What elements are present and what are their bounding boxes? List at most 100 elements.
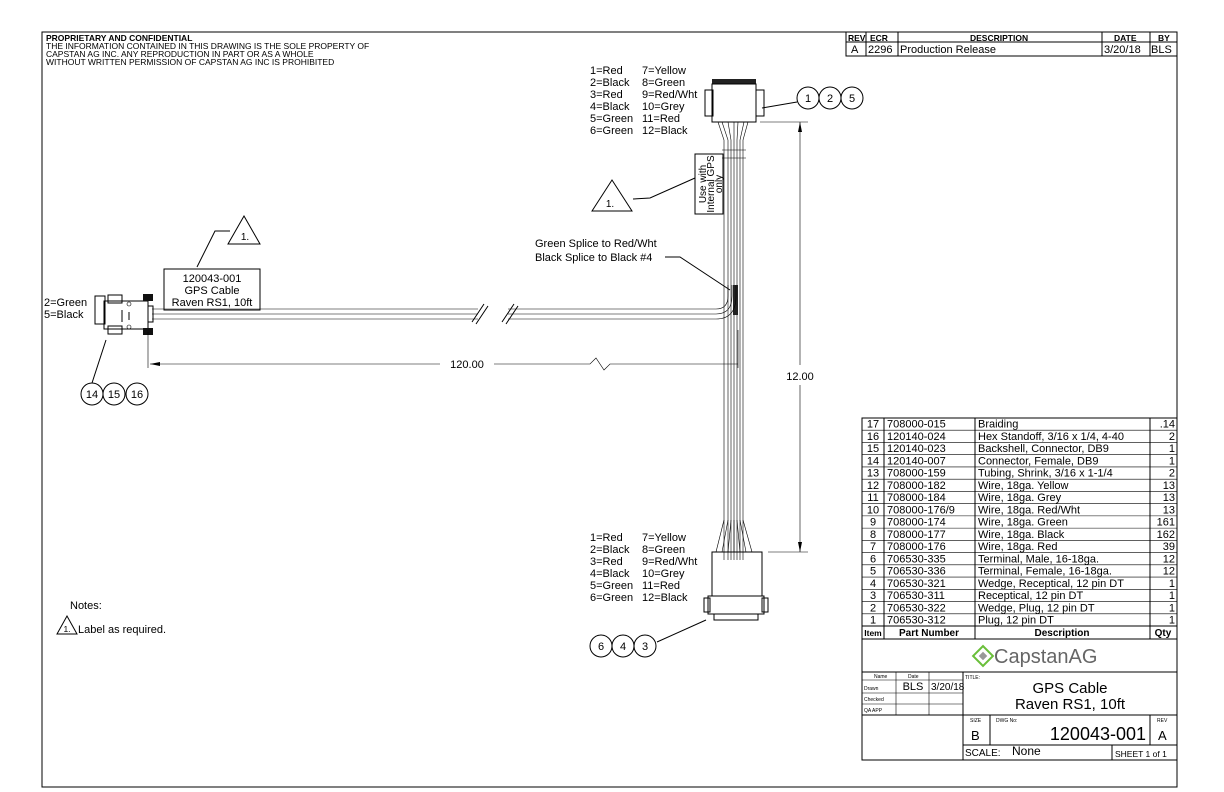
bom-description: Wire, 18ga. Red bbox=[978, 541, 1057, 553]
bom-description: Wire, 18ga. Grey bbox=[978, 492, 1062, 504]
bom-description: Wire, 18ga. Black bbox=[978, 529, 1065, 541]
svg-text:Raven RS1, 10ft: Raven RS1, 10ft bbox=[172, 297, 253, 309]
svg-text:TITLE:: TITLE: bbox=[965, 675, 980, 681]
svg-text:3=Red: 3=Red bbox=[590, 89, 623, 101]
svg-text:3=Red: 3=Red bbox=[590, 556, 623, 568]
svg-text:9=Red/Wht: 9=Red/Wht bbox=[642, 556, 697, 568]
bom-qty: 1 bbox=[1169, 615, 1175, 627]
by-header: BY bbox=[1158, 33, 1170, 43]
ecr-value: 2296 bbox=[868, 44, 892, 56]
svg-text:Black Splice to Black #4: Black Splice to Black #4 bbox=[535, 252, 652, 264]
bom-qty: 1 bbox=[1169, 455, 1175, 467]
svg-text:REV: REV bbox=[1157, 718, 1168, 724]
svg-text:1.: 1. bbox=[63, 624, 70, 634]
balloon: 14 bbox=[86, 389, 98, 401]
drawing-rev: A bbox=[1158, 728, 1167, 743]
bom-part-number: 708000-177 bbox=[887, 529, 946, 541]
svg-text:5=Green: 5=Green bbox=[590, 113, 633, 125]
notes: Notes: 1. Label as required. bbox=[56, 600, 166, 636]
svg-text:only: only bbox=[714, 175, 725, 193]
bom-qty: 1 bbox=[1169, 590, 1175, 602]
bom-item: 1 bbox=[870, 615, 876, 627]
svg-text:11=Red: 11=Red bbox=[642, 113, 680, 125]
bom-part-number: 708000-182 bbox=[887, 480, 946, 492]
bom-item: 16 bbox=[867, 431, 879, 443]
drawing-number: 120043-001 bbox=[1050, 724, 1146, 744]
bom-header-item: Item bbox=[864, 628, 882, 638]
bom-part-number: 708000-176/9 bbox=[887, 504, 955, 516]
notice-title: PROPRIETARY AND CONFIDENTIAL bbox=[46, 33, 192, 43]
bom-item: 11 bbox=[867, 492, 878, 504]
bom-part-number: 706530-312 bbox=[887, 615, 946, 627]
dimension-vertical: 12.00 bbox=[760, 121, 814, 553]
bom-part-number: 708000-159 bbox=[887, 468, 946, 480]
sheet-border bbox=[41, 31, 1178, 788]
svg-text:12.00: 12.00 bbox=[786, 371, 814, 383]
bom-item: 12 bbox=[867, 480, 879, 492]
svg-text:2=Black: 2=Black bbox=[590, 77, 630, 89]
svg-text:1=Red: 1=Red bbox=[590, 65, 623, 77]
note-flag-icon bbox=[56, 614, 78, 635]
svg-text:8=Green: 8=Green bbox=[642, 544, 685, 556]
bom-item: 17 bbox=[867, 419, 879, 431]
logo-text: CapstanAG bbox=[994, 646, 1097, 668]
bom-part-number: 706530-321 bbox=[887, 578, 946, 590]
bom-part-number: 120140-007 bbox=[887, 455, 946, 467]
svg-text:9=Red/Wht: 9=Red/Wht bbox=[642, 89, 697, 101]
svg-text:Label as required.: Label as required. bbox=[78, 624, 166, 636]
gps-only-label: Use with Internal GPS only 1. bbox=[591, 153, 725, 215]
bom-part-number: 120140-023 bbox=[887, 443, 946, 455]
bom-qty: 1 bbox=[1169, 578, 1175, 590]
db9-connector: 2=Green 5=Black bbox=[44, 294, 154, 335]
svg-text:QA APP: QA APP bbox=[864, 708, 883, 714]
svg-text:Checked: Checked bbox=[864, 697, 884, 703]
rev-value: A bbox=[851, 44, 859, 56]
bom-part-number: 706530-336 bbox=[887, 566, 946, 578]
svg-text:7=Yellow: 7=Yellow bbox=[642, 532, 686, 544]
bom-item: 2 bbox=[870, 602, 876, 614]
bom-qty: 12 bbox=[1163, 553, 1175, 565]
svg-text:1.: 1. bbox=[241, 232, 249, 243]
bom-description: Receptical, 12 pin DT bbox=[978, 590, 1083, 602]
svg-text:DWG No:: DWG No: bbox=[996, 718, 1017, 724]
bom-description: Wire, 18ga. Yellow bbox=[978, 480, 1069, 492]
bom-part-number: 708000-184 bbox=[887, 492, 946, 504]
bom-item: 6 bbox=[870, 553, 876, 565]
dimension-horizontal: 120.00 bbox=[147, 330, 739, 371]
capstan-logo: CapstanAG bbox=[971, 644, 1097, 668]
bom-qty: 2 bbox=[1169, 431, 1175, 443]
svg-text:GPS Cable: GPS Cable bbox=[184, 285, 239, 297]
notice-line: CAPSTAN AG INC. ANY REPRODUCTION IN PART… bbox=[46, 49, 314, 59]
bom-qty: 12 bbox=[1163, 566, 1175, 578]
title-block: CapstanAG Name Date Drawn Checked QA APP… bbox=[861, 638, 1178, 761]
svg-text:120043-001: 120043-001 bbox=[183, 273, 242, 285]
db9-pin: 5=Black bbox=[44, 309, 84, 321]
svg-text:1=Red: 1=Red bbox=[590, 532, 623, 544]
bom-qty: 39 bbox=[1163, 541, 1175, 553]
bom-qty: 13 bbox=[1163, 480, 1175, 492]
svg-text:11=Red: 11=Red bbox=[642, 580, 680, 592]
bom-description: Backshell, Connector, DB9 bbox=[978, 443, 1109, 455]
balloon: 5 bbox=[849, 93, 855, 105]
bom-description: Wedge, Receptical, 12 pin DT bbox=[978, 578, 1124, 590]
svg-text:Internal GPS: Internal GPS bbox=[706, 155, 717, 213]
notice-line: WITHOUT WRITTEN PERMISSION OF CAPSTAN AG… bbox=[46, 57, 334, 67]
ecr-header: ECR bbox=[870, 33, 888, 43]
drawn-date: 3/20/18 bbox=[931, 682, 965, 693]
bom-part-number: 706530-311 bbox=[887, 590, 945, 602]
bom-description: Wire, 18ga. Green bbox=[978, 517, 1068, 529]
bom-item: 13 bbox=[867, 468, 879, 480]
svg-text:SCALE:: SCALE: bbox=[965, 748, 1001, 759]
drawn-by: BLS bbox=[903, 681, 924, 693]
balloon: 15 bbox=[108, 389, 120, 401]
svg-text:Date: Date bbox=[908, 674, 919, 680]
top-pin-legend: 1=Red 2=Black 3=Red 4=Black 5=Green 6=Gr… bbox=[590, 65, 697, 137]
bom-description: Wedge, Plug, 12 pin DT bbox=[978, 602, 1095, 614]
bom-description: Connector, Female, DB9 bbox=[978, 455, 1098, 467]
svg-text:Use with: Use with bbox=[698, 165, 709, 203]
balloon: 16 bbox=[131, 389, 143, 401]
bom-description: Wire, 18ga. Red/Wht bbox=[978, 504, 1080, 516]
balloon: 4 bbox=[620, 641, 626, 653]
bom-item: 15 bbox=[867, 443, 879, 455]
